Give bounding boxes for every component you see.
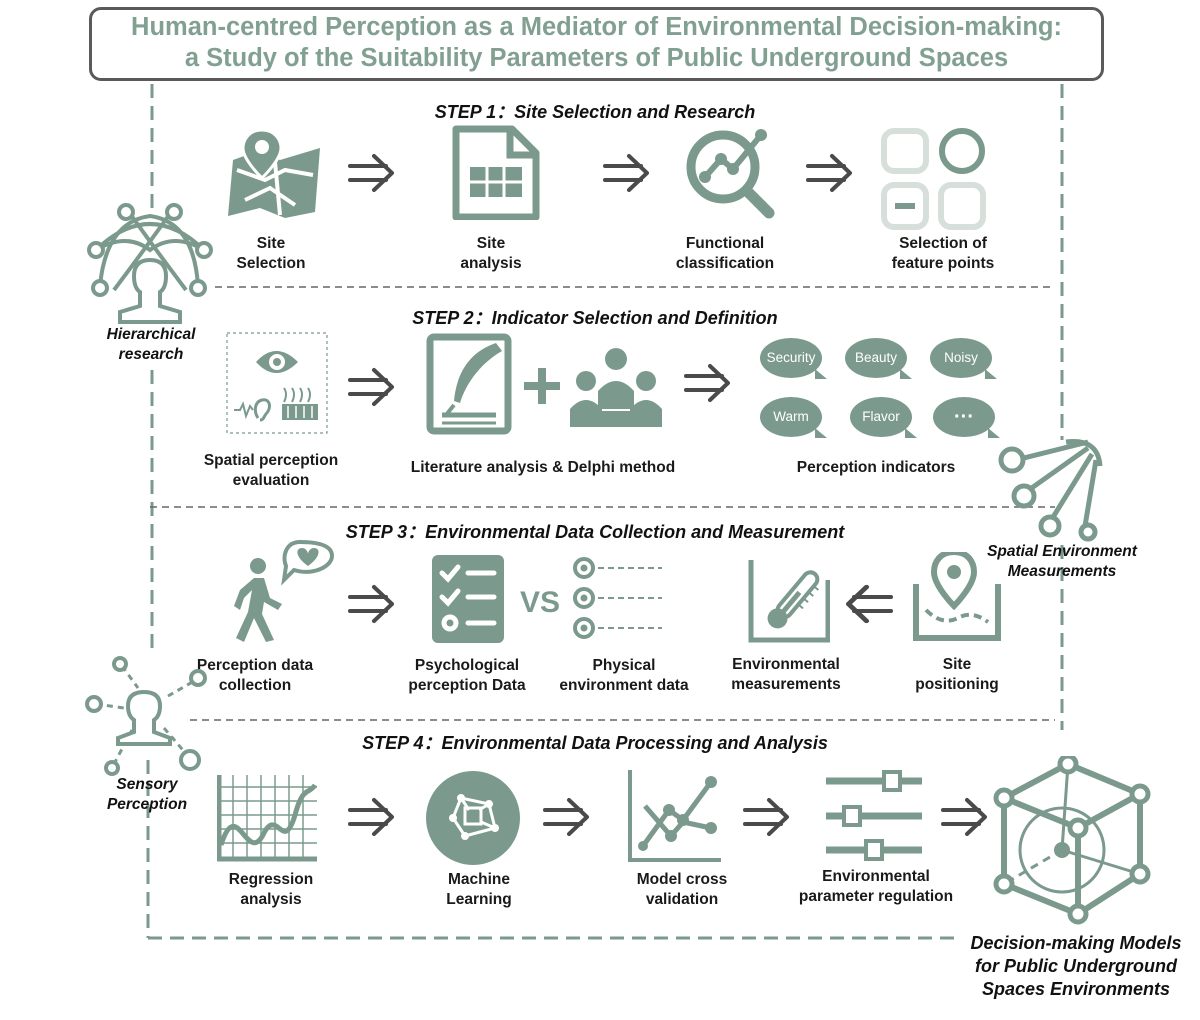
senses-icon — [226, 332, 328, 434]
feature-points-icon — [881, 128, 986, 230]
indicator-bubble-beauty: Beauty — [845, 338, 912, 379]
versus-text: VS — [520, 586, 561, 619]
sliders-icon — [826, 770, 922, 861]
line-chart-icon — [628, 770, 721, 862]
arrow-right-icon — [603, 154, 649, 192]
arrow-left-icon — [847, 585, 893, 623]
step-4-title: STEP 4：Environmental Data Processing and… — [362, 733, 828, 753]
arrow-right-icon — [684, 364, 730, 402]
location-map-icon — [913, 552, 1001, 641]
indicator-bubble-warm: Warm — [760, 397, 827, 438]
arrow-right-icon — [543, 798, 589, 836]
map-pin-icon — [228, 130, 320, 218]
indicator-bubble-flavor: Flavor — [850, 397, 917, 438]
arrow-right-icon — [348, 798, 394, 836]
indicator-bubble-more: ··· — [933, 397, 1000, 438]
step-3-title: STEP 3：Environmental Data Collection and… — [345, 522, 845, 542]
decision-cube-icon — [993, 756, 1151, 925]
arrow-right-icon — [941, 798, 987, 836]
title-box: Human-centred Perception as a Mediator o… — [89, 7, 1104, 81]
document-grid-icon — [452, 125, 540, 220]
checklist-icon — [432, 555, 504, 643]
arrow-right-icon — [806, 154, 852, 192]
radio-list-icon — [573, 557, 662, 639]
arrow-right-icon — [348, 585, 394, 623]
title-line-1: Human-centred Perception as a Mediator o… — [131, 13, 1062, 41]
arrow-right-icon — [743, 798, 789, 836]
title-line-2: a Study of the Suitability Parameters of… — [184, 44, 1009, 72]
hierarchical-research-icon — [87, 203, 213, 324]
step-1-title: STEP 1：Site Selection and Research — [434, 102, 756, 122]
indicator-bubble-security: Security — [760, 338, 827, 379]
arrow-left-icon — [846, 585, 892, 623]
literature-delphi-label: Literature analysis & Delphi method — [410, 459, 676, 476]
magnify-chart-icon — [686, 129, 775, 219]
plus-icon — [524, 368, 560, 404]
arrow-right-icon — [348, 368, 394, 406]
perception-indicators-label: Perception indicators — [796, 459, 956, 476]
spatial-measurement-icon — [998, 439, 1103, 542]
thermometer-icon — [748, 560, 830, 643]
regression-chart-icon — [217, 775, 318, 862]
people-group-icon — [570, 348, 662, 427]
document-pen-icon — [426, 333, 512, 435]
machine-learning-icon — [426, 771, 520, 865]
walker-heart-icon — [234, 540, 335, 642]
arrow-right-icon — [348, 154, 394, 192]
indicator-bubble-noisy: Noisy — [930, 338, 997, 379]
sensory-perception-icon — [85, 656, 207, 776]
step-2-title: STEP 2：Indicator Selection and Definitio… — [412, 308, 778, 328]
